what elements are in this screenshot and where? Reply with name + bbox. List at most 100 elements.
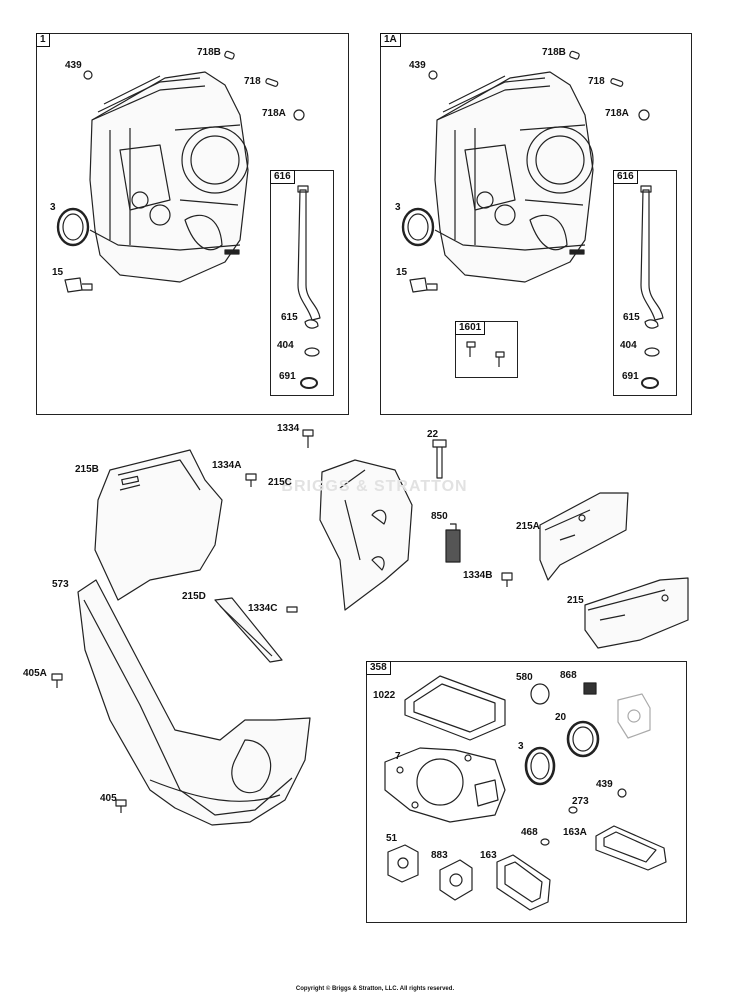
sealant-tube-850 (445, 523, 461, 563)
label-405A: 405A (23, 668, 47, 679)
dipstick-tube-616-b (640, 185, 664, 321)
panel-1-tag: 1 (36, 33, 50, 47)
panel-1601-tag: 1601 (455, 321, 486, 335)
label-15-a: 15 (52, 267, 64, 278)
label-1022: 1022 (373, 690, 396, 701)
washer-439-b (428, 70, 438, 80)
label-468: 468 (521, 827, 538, 838)
pin-718-b (610, 78, 624, 87)
blower-housing-573 (77, 579, 311, 826)
clip-615-b (644, 319, 659, 329)
label-22: 22 (427, 429, 439, 440)
label-1334A: 1334A (212, 460, 242, 471)
bracket-215A (539, 492, 629, 581)
label-3-a: 3 (50, 202, 56, 213)
panel-616b-tag: 616 (613, 170, 638, 184)
sleeve-718A-b (638, 109, 650, 121)
label-691-a: 691 (279, 371, 296, 382)
screw-1334 (302, 429, 314, 448)
label-273: 273 (572, 796, 589, 807)
screw-1334C (286, 606, 298, 613)
label-718-a: 718 (244, 76, 261, 87)
label-718-b: 718 (588, 76, 605, 87)
pin-718-a (265, 78, 279, 87)
seal-3-a (56, 207, 90, 247)
label-3-c: 3 (518, 741, 524, 752)
washer-439-a (83, 70, 93, 80)
label-215A: 215A (516, 521, 540, 532)
plug-15-b (409, 277, 438, 293)
grommet-404-b (644, 347, 660, 357)
panel-616b-frame (613, 170, 677, 396)
dipstick-tube-616-a (297, 185, 321, 321)
screw-1334A (245, 473, 257, 487)
gasket-1022 (404, 675, 506, 741)
label-404-a: 404 (277, 340, 294, 351)
pin-718B-b (569, 50, 580, 60)
label-3-b: 3 (395, 202, 401, 213)
label-615-a: 615 (281, 312, 298, 323)
engine-block-1 (89, 71, 249, 283)
label-691-b: 691 (622, 371, 639, 382)
panel-1A-tag: 1A (380, 33, 401, 47)
label-15-b: 15 (396, 267, 408, 278)
label-405: 405 (100, 793, 117, 804)
plug-868 (583, 682, 597, 695)
label-883: 883 (431, 850, 448, 861)
label-573: 573 (52, 579, 69, 590)
strip-215D (214, 597, 283, 663)
pin-718B-a (224, 50, 235, 60)
label-51: 51 (386, 833, 398, 844)
label-163A: 163A (563, 827, 587, 838)
panel-1601-frame (455, 321, 518, 378)
bolt-22 (432, 439, 447, 479)
panel-1A-frame (380, 33, 692, 415)
ring-468 (540, 838, 550, 846)
label-718A-a: 718A (262, 108, 286, 119)
grommet-404-a (304, 347, 320, 357)
panel-616a-frame (270, 170, 334, 396)
panel-358-tag: 358 (366, 661, 391, 675)
seal-3-c (524, 746, 556, 786)
panel-616a-tag: 616 (270, 170, 295, 184)
label-1334: 1334 (277, 423, 300, 434)
gasket-163A (595, 825, 667, 871)
shroud-215B (94, 449, 223, 601)
washer-439-c (617, 788, 627, 798)
seal-3-b (401, 207, 435, 247)
seal-691-a (300, 377, 318, 389)
screw-405A (51, 673, 63, 688)
label-439-a: 439 (65, 60, 82, 71)
label-215B: 215B (75, 464, 99, 475)
label-1334B: 1334B (463, 570, 493, 581)
gasket-883 (439, 859, 473, 901)
label-163: 163 (480, 850, 497, 861)
o-ring-580 (530, 683, 550, 705)
sleeve-718A-a (293, 109, 305, 121)
label-404-b: 404 (620, 340, 637, 351)
gasket-7 (384, 747, 506, 823)
label-615-b: 615 (623, 312, 640, 323)
label-718B-b: 718B (542, 47, 566, 58)
label-215: 215 (567, 595, 584, 606)
label-718B-a: 718B (197, 47, 221, 58)
seal-691-b (641, 377, 659, 389)
clip-615-a (304, 319, 319, 329)
label-718A-b: 718A (605, 108, 629, 119)
panel-358-frame (366, 661, 687, 923)
label-868: 868 (560, 670, 577, 681)
label-215C: 215C (268, 477, 292, 488)
label-7: 7 (395, 751, 401, 762)
ring-273 (568, 806, 578, 814)
screw-405 (115, 799, 127, 813)
label-580: 580 (516, 672, 533, 683)
label-20: 20 (555, 712, 567, 723)
screws-1601 (466, 341, 505, 367)
panel-1-frame (36, 33, 349, 415)
label-439-c: 439 (596, 779, 613, 790)
label-1334C: 1334C (248, 603, 278, 614)
plug-15-a (64, 277, 93, 293)
gasket-ghost (617, 693, 651, 739)
